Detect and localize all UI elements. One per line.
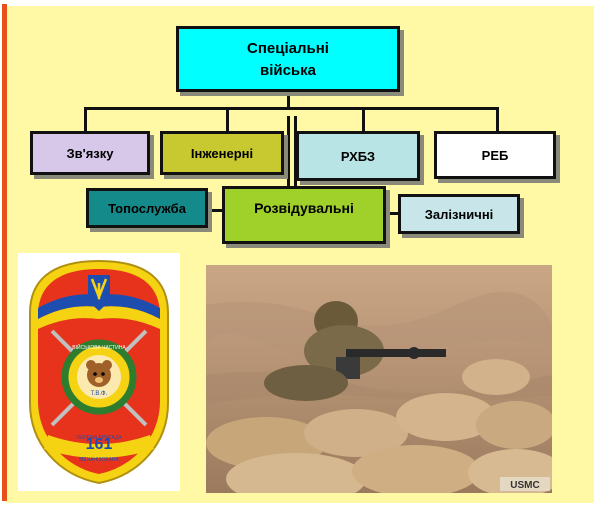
box-reb-label: РЕБ <box>481 147 509 163</box>
box-inzhenerni: Інженерні <box>160 131 284 175</box>
emblem-ring-top: ВІЙСЬКОВА ЧАСТИНА <box>72 343 126 351</box>
box-rhbz: РХБЗ <box>296 131 420 181</box>
box-rhbz-label: РХБЗ <box>340 148 376 164</box>
box-zvyazku: Зв'язку <box>30 131 150 175</box>
soldier-photo-svg: USMC <box>206 265 552 493</box>
emblem-ribbon: МЕХАНІЗОВАНА <box>79 457 119 463</box>
box-topo-label: Топослужба <box>108 200 186 216</box>
accent-bar <box>2 4 7 501</box>
title-line-2: війська <box>259 62 317 79</box>
connector-zvyazku <box>84 107 87 135</box>
connector-topo <box>206 209 226 212</box>
box-zaliz-label: Залізничні <box>424 206 494 222</box>
box-zvyazku-label: Зв'язку <box>66 145 114 161</box>
connector-right-branch <box>294 116 297 190</box>
box-rozvid-label: Розвідувальні <box>254 200 354 216</box>
box-rozvid: Розвідувальні <box>222 186 386 244</box>
emblem-number: 161 <box>86 436 113 453</box>
box-inzhenerni-label: Інженерні <box>190 145 254 161</box>
connector-reb <box>496 107 499 135</box>
box-zaliz: Залізничні <box>398 194 520 234</box>
brigade-emblem: Т.В.Ф. ВІЙСЬКОВА ЧАСТИНА 161 ОКРЕМА БРИГ… <box>18 253 180 491</box>
connector-title-down <box>287 92 290 110</box>
connector-rhbz <box>362 107 365 135</box>
title-box: Спеціальні війська <box>176 26 400 92</box>
soldier-photo: USMC <box>206 265 552 493</box>
connector-horizontal <box>84 107 499 110</box>
connector-zaliz <box>384 212 400 215</box>
connector-center-long <box>287 116 290 188</box>
brigade-emblem-svg: Т.В.Ф. ВІЙСЬКОВА ЧАСТИНА 161 ОКРЕМА БРИГ… <box>29 259 169 485</box>
emblem-inner-text: Т.В.Ф. <box>91 391 108 397</box>
connector-inzhenerni <box>226 107 229 135</box>
photo-watermark: USMC <box>510 480 539 491</box>
title-line-1: Спеціальні <box>247 40 329 57</box>
box-reb: РЕБ <box>434 131 556 179</box>
emblem-ring-bottom: ОКРЕМА БРИГАДА <box>76 435 122 441</box>
box-topo: Топослужба <box>86 188 208 228</box>
